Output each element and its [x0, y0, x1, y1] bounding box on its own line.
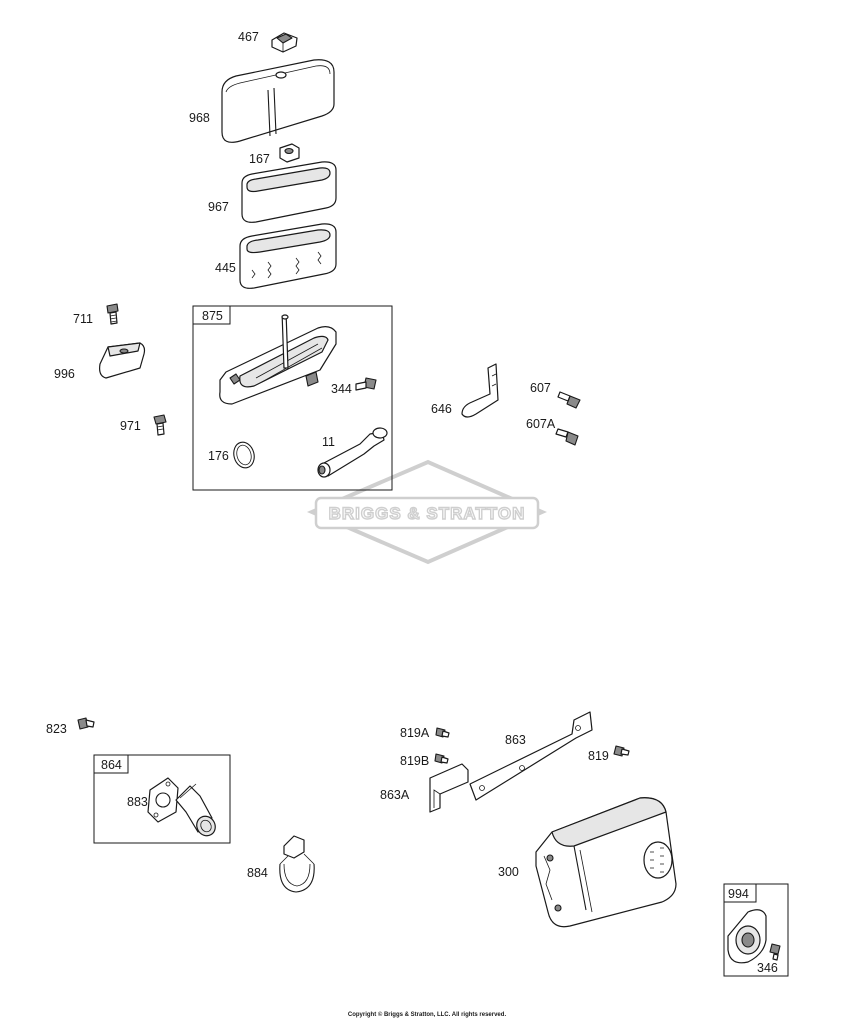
part-176-o-ring[interactable] [231, 440, 257, 470]
part-819-screw[interactable] [613, 745, 630, 757]
part-819B-screw[interactable] [434, 753, 449, 764]
label-967: 967 [208, 200, 229, 214]
part-875-base-plate[interactable] [219, 314, 337, 405]
part-607A-screw[interactable] [555, 428, 579, 446]
label-864: 864 [101, 758, 122, 772]
label-994: 994 [728, 887, 749, 901]
label-863A: 863A [380, 788, 410, 802]
part-863A-bracket[interactable] [429, 763, 469, 813]
label-968: 968 [189, 111, 210, 125]
part-445-air-filter[interactable] [239, 223, 337, 289]
part-971-screw[interactable] [153, 414, 167, 436]
kit-875-frame [192, 305, 393, 491]
part-167-nut[interactable] [279, 143, 300, 163]
watermark-text: BRIGGS & STRATTON [329, 504, 526, 523]
label-167: 167 [249, 152, 270, 166]
copyright-notice: Copyright © Briggs & Stratton, LLC. All … [347, 1012, 507, 1018]
label-863: 863 [505, 733, 526, 747]
part-883-exhaust-pipe[interactable] [175, 783, 219, 839]
label-467: 467 [238, 30, 259, 44]
label-996: 996 [54, 367, 75, 381]
part-863-bracket-bar[interactable] [469, 711, 593, 801]
part-711-screw[interactable] [106, 303, 119, 325]
kit-994-frame [723, 883, 789, 977]
part-300-muffler[interactable] [535, 797, 677, 928]
label-711: 711 [73, 312, 93, 326]
part-344-screw[interactable] [355, 377, 377, 391]
label-607: 607 [530, 381, 551, 395]
part-346-screw[interactable] [769, 943, 781, 961]
part-994-spark-arrester[interactable] [727, 909, 767, 964]
label-11: 11 [322, 435, 335, 449]
part-819A-screw[interactable] [435, 727, 450, 738]
brand-watermark: BRIGGS & STRATTON [306, 459, 547, 565]
part-884-clamp[interactable] [279, 835, 315, 893]
label-346: 346 [757, 961, 778, 975]
label-883: 883 [127, 795, 148, 809]
label-819A: 819A [400, 726, 430, 740]
label-176: 176 [208, 449, 229, 463]
part-646-bracket[interactable] [461, 363, 499, 418]
part-883-gasket[interactable] [147, 777, 179, 823]
label-300: 300 [498, 865, 519, 879]
part-996-bracket[interactable] [99, 342, 146, 379]
label-875: 875 [202, 309, 223, 323]
label-971: 971 [120, 419, 141, 433]
label-607A: 607A [526, 417, 556, 431]
kit-864-frame [93, 754, 231, 844]
part-823-screw[interactable] [77, 717, 95, 730]
part-467-knob[interactable] [271, 32, 298, 53]
label-884: 884 [247, 866, 268, 880]
label-445: 445 [215, 261, 236, 275]
part-11-breather-tube[interactable] [317, 427, 388, 478]
label-646: 646 [431, 402, 452, 416]
label-819: 819 [588, 749, 609, 763]
part-607-screw[interactable] [557, 391, 581, 409]
label-819B: 819B [400, 754, 429, 768]
part-967-precleaner[interactable] [241, 161, 337, 223]
part-968-cover[interactable] [221, 59, 335, 143]
label-823: 823 [46, 722, 67, 736]
label-344: 344 [331, 382, 352, 396]
